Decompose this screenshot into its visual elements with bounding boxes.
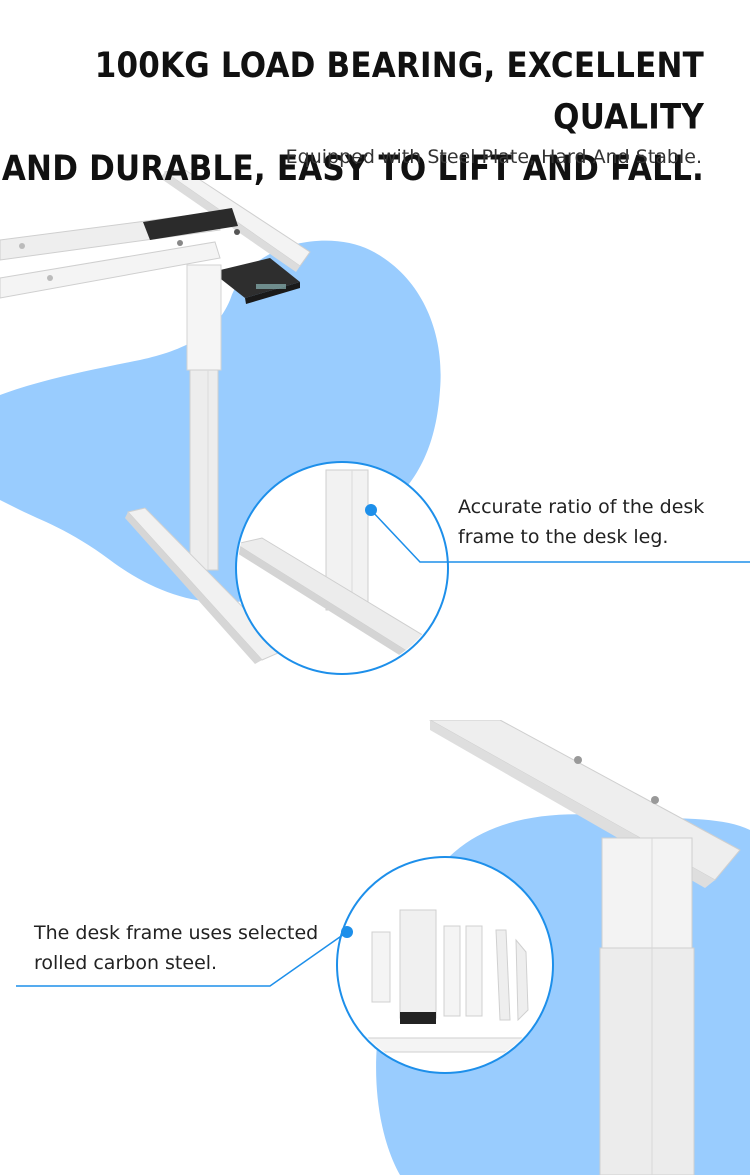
column-lower xyxy=(599,947,695,1175)
motor-block xyxy=(143,208,238,240)
bottom-illustration xyxy=(16,720,750,1175)
leg-lower xyxy=(189,369,219,571)
headline: 100KG LOAD BEARING, EXCELLENT QUALITY AN… xyxy=(0,40,704,195)
column-upper xyxy=(601,837,693,949)
callout-steel: The desk frame uses selected rolled carb… xyxy=(34,918,318,978)
callout-line-steel xyxy=(16,931,348,987)
callout-ratio-line-2: frame to the desk leg. xyxy=(458,526,669,548)
headline-line-2: AND DURABLE, EASY TO LIFT AND FALL. xyxy=(1,148,704,189)
callout-steel-line-2: rolled carbon steel. xyxy=(34,952,218,974)
crossbar-lower xyxy=(0,241,221,299)
callout-ratio-line-1: Accurate ratio of the desk xyxy=(458,496,705,518)
leg-upper xyxy=(186,264,222,371)
top-panel: 100KG LOAD BEARING, EXCELLENT QUALITY AN… xyxy=(0,40,750,675)
callout-line-ratio xyxy=(370,509,750,563)
callout-steel-line-1: The desk frame uses selected xyxy=(34,922,319,944)
callout-ratio: Accurate ratio of the desk frame to the … xyxy=(458,492,704,552)
headline-line-1: 100KG LOAD BEARING, EXCELLENT QUALITY xyxy=(94,45,704,138)
bottom-panel: The desk frame uses selected rolled carb… xyxy=(0,720,750,1175)
subheadline: Equipped with Steel Plate, Hard And Stab… xyxy=(285,146,702,168)
top-illustration xyxy=(0,167,750,675)
